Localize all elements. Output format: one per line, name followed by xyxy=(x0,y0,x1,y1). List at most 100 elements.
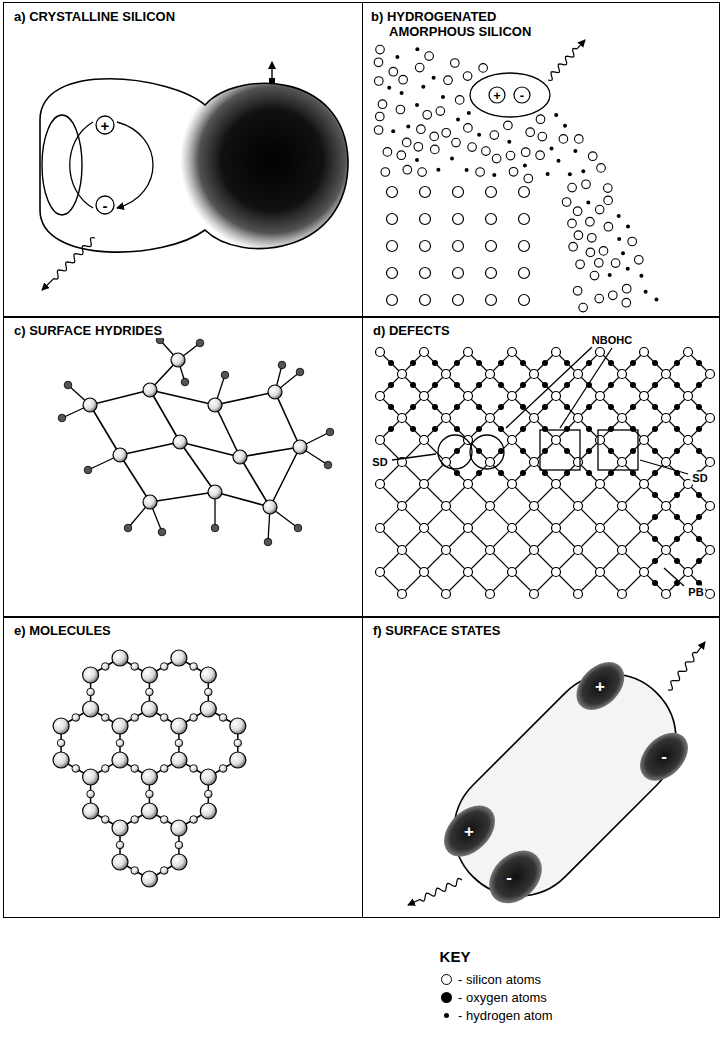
silicon-atom xyxy=(536,115,545,124)
silicon-atom xyxy=(396,105,405,114)
hydrogen-atom xyxy=(441,95,445,99)
oxygen-atom xyxy=(476,448,482,454)
silicon-atom xyxy=(376,112,385,121)
charge-sign: - xyxy=(520,89,524,102)
hydrogen-atom xyxy=(573,149,577,153)
silicon-atom xyxy=(112,820,128,836)
silicon-atom xyxy=(574,546,583,555)
silicon-atom xyxy=(143,495,157,509)
oxygen-atom xyxy=(674,404,680,410)
oxygen-atom xyxy=(542,448,548,454)
oxygen-atom xyxy=(696,536,702,542)
hydrogen-atom xyxy=(617,214,621,218)
silicon-atom xyxy=(706,370,715,379)
hydrogen-atom xyxy=(655,297,659,301)
silicon-atom xyxy=(706,590,715,599)
silicon-atom xyxy=(112,718,128,734)
figure-panel: e) MOLECULES xyxy=(3,616,363,918)
silicon-atom xyxy=(293,440,307,454)
oxygen-atom xyxy=(542,382,548,388)
oxygen-atom xyxy=(219,765,227,773)
panel-heading: e) MOLECULES xyxy=(12,623,113,638)
silicon-atom xyxy=(233,450,247,464)
silicon-atom xyxy=(586,217,595,226)
oxygen-atom xyxy=(674,514,680,520)
oxygen-atom xyxy=(388,426,394,432)
oxygen-atom xyxy=(564,382,570,388)
photon-arrow xyxy=(668,642,705,690)
oxygen-atom xyxy=(608,382,614,388)
oxygen-atom xyxy=(146,688,154,696)
silicon-atom xyxy=(376,348,385,357)
silicon-atom xyxy=(486,546,495,555)
hydrogen-atom xyxy=(84,466,92,474)
oxygen-atom xyxy=(160,714,168,722)
hydrogen-atom xyxy=(492,173,496,177)
silicon-atom xyxy=(420,214,431,225)
silicon-atom xyxy=(519,295,530,306)
hydrogen-atom xyxy=(523,163,527,167)
silicon-atom xyxy=(420,392,429,401)
silicon-atom xyxy=(508,524,517,533)
silicon-atom xyxy=(453,295,464,306)
oxygen-atom xyxy=(586,404,592,410)
hydrogen-atom xyxy=(550,146,554,150)
silicon-atom xyxy=(588,234,597,243)
silicon-atom xyxy=(398,546,407,555)
silicon-atom xyxy=(453,268,464,279)
silicon-atom xyxy=(618,458,627,467)
oxygen-atom xyxy=(608,360,614,366)
oxygen-atom xyxy=(410,426,416,432)
silicon-atom xyxy=(141,667,157,683)
figure-panel: c) SURFACE HYDRIDES xyxy=(3,316,363,618)
oxygen-atom xyxy=(674,426,680,432)
defect-label: NBOHC xyxy=(590,334,634,347)
oxygen-atom xyxy=(116,739,124,747)
figure-panel: d) DEFECTS xyxy=(362,316,720,618)
hydrogen-atom xyxy=(465,168,469,172)
oxygen-atom xyxy=(454,404,460,410)
silicon-atom xyxy=(374,58,383,67)
legend-row: - silicon atoms xyxy=(440,970,553,988)
hydrogen-atom xyxy=(507,140,511,144)
silicon-atom xyxy=(486,295,497,306)
hydrogen-atom xyxy=(221,371,229,379)
silicon-atom xyxy=(436,107,445,116)
oxygen-atom xyxy=(520,470,526,476)
oxygen-atom xyxy=(432,426,438,432)
oxygen-atom xyxy=(131,663,139,671)
oxygen-atom xyxy=(608,470,614,476)
oxygen-atom xyxy=(160,765,168,773)
silicon-atom xyxy=(640,348,649,357)
bond xyxy=(90,390,150,405)
oxygen-atom xyxy=(696,514,702,520)
silicon-atom xyxy=(376,45,385,54)
silicon-atom xyxy=(417,125,426,134)
hydrogen-atom xyxy=(387,86,391,90)
silicon-atom xyxy=(171,752,187,768)
photon-arrow xyxy=(548,40,585,81)
key-title: KEY xyxy=(440,949,471,964)
oxygen-atom xyxy=(190,663,198,671)
silicon-atom xyxy=(430,132,439,141)
silicon-atom xyxy=(453,187,464,198)
silicon-atom xyxy=(508,568,517,577)
defect-lattice xyxy=(376,348,715,599)
defect-label: PB xyxy=(686,586,705,599)
silicon-atom xyxy=(596,568,605,577)
particle-figure xyxy=(427,647,706,926)
oxygen-atom xyxy=(160,663,168,671)
silicon-atom xyxy=(628,237,637,246)
silicon-atom xyxy=(552,436,561,445)
silicon-atom xyxy=(519,241,530,252)
hydrogen-atom xyxy=(58,414,66,422)
silicon-atom xyxy=(622,298,631,307)
oxygen-atom xyxy=(410,404,416,410)
oxygen-atom xyxy=(476,382,482,388)
silicon-atom xyxy=(442,590,451,599)
bond xyxy=(270,447,300,507)
silicon-atom xyxy=(420,241,431,252)
figure-panel: f) SURFACE STATES xyxy=(362,616,720,918)
silicon-atom xyxy=(420,268,431,279)
oxygen-atom xyxy=(388,360,394,366)
